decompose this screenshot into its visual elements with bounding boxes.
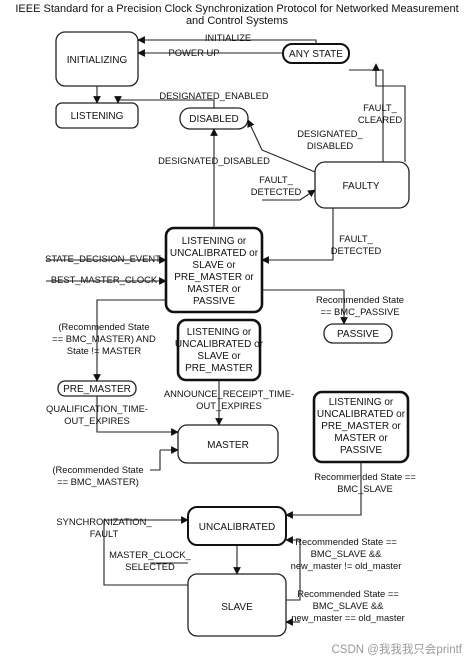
- label-fault-cleared-1: FAULT_: [363, 102, 397, 113]
- state-faulty-label: FAULTY: [342, 181, 379, 192]
- state-center-line-1: LISTENING or: [182, 236, 247, 247]
- state-mid-line-3: SLAVE or: [197, 351, 241, 362]
- state-center-line-2: UNCALIBRATED or: [170, 248, 259, 259]
- state-passive: PASSIVE: [323, 323, 393, 344]
- label-slave-neq-3: new_master != old_master: [291, 560, 402, 571]
- label-master-clock-selected-2: SELECTED: [125, 561, 175, 572]
- state-mid-line-4: PRE_MASTER: [185, 363, 253, 374]
- label-recommended-master-left-3: State != MASTER: [67, 345, 141, 356]
- state-slave: SLAVE: [187, 573, 287, 637]
- state-right-group: LISTENING or UNCALIBRATED or PRE_MASTER …: [312, 390, 410, 464]
- state-listening-label: LISTENING: [71, 111, 124, 122]
- state-any-state: ANY STATE: [282, 43, 350, 64]
- state-pre-master-label: PRE_MASTER: [63, 384, 131, 395]
- label-recommended-passive-1: Recommended State: [316, 294, 404, 305]
- label-announce-receipt-1: ANNOUNCE_RECEIPT_TIME-: [164, 388, 294, 399]
- label-best-master-clock: BEST_MASTER_CLOCK: [51, 274, 158, 285]
- state-right-line-2: UNCALIBRATED or: [317, 409, 406, 420]
- label-slave-neq-1: Recommended State ==: [295, 536, 397, 547]
- label-recommended-master-left-2: == BMC_MASTER) AND: [52, 333, 156, 344]
- state-center-group: LISTENING or UNCALIBRATED or SLAVE or PR…: [164, 226, 264, 314]
- label-qualification-2: OUT_EXPIRES: [64, 415, 130, 426]
- state-master-label: MASTER: [207, 440, 249, 451]
- state-master: MASTER: [177, 424, 279, 464]
- label-slave-neq-2: BMC_SLAVE &&: [311, 548, 382, 559]
- diagram-title-line2: and Control Systems: [186, 15, 289, 27]
- label-designated-disabled: DESIGNATED_DISABLED: [158, 155, 270, 166]
- label-designated-disabled-right-2: DISABLED: [307, 140, 354, 151]
- label-master-clock-selected-1: MASTER_CLOCK_: [109, 549, 192, 560]
- state-right-line-3: PRE_MASTER or: [321, 421, 401, 432]
- label-qualification-1: QUALIFICATION_TIME-: [46, 403, 148, 414]
- label-slave-eq-3: new_master == old_master: [291, 612, 405, 623]
- state-any-state-label: ANY STATE: [289, 49, 343, 60]
- state-center-line-4: PRE_MASTER or: [174, 272, 254, 283]
- state-right-line-5: PASSIVE: [340, 445, 382, 456]
- label-fault-detected-right-2: DETECTED: [331, 245, 382, 256]
- state-initializing: INITIALIZING: [55, 31, 139, 87]
- label-designated-enabled: DESIGNATED_ENABLED: [159, 90, 268, 101]
- label-power-up: POWER UP: [168, 47, 219, 58]
- state-uncalibrated-label: UNCALIBRATED: [199, 522, 276, 533]
- label-slave-eq-2: BMC_SLAVE &&: [313, 600, 384, 611]
- label-designated-disabled-right-1: DESIGNATED_: [297, 128, 363, 139]
- state-center-line-5: MASTER or: [187, 284, 241, 295]
- state-right-line-4: MASTER or: [334, 433, 388, 444]
- label-fault-detected-left-1: FAULT_: [259, 174, 293, 185]
- state-listening: LISTENING: [55, 102, 139, 129]
- state-mid-line-1: LISTENING or: [187, 327, 252, 338]
- state-disabled: DISABLED: [179, 107, 249, 130]
- state-disabled-label: DISABLED: [189, 114, 238, 125]
- label-slave-eq-1: Recommended State ==: [297, 588, 399, 599]
- label-recommended-master-lower-2: == BMC_MASTER): [57, 476, 139, 487]
- watermark: CSDN @我我我只会printf: [331, 643, 462, 656]
- label-recommended-slave-1: Recommended State ==: [314, 471, 416, 482]
- state-initializing-label: INITIALIZING: [67, 55, 128, 66]
- label-recommended-passive-2: == BMC_PASSIVE: [320, 306, 399, 317]
- state-passive-label: PASSIVE: [337, 329, 379, 340]
- state-uncalibrated: UNCALIBRATED: [187, 506, 287, 546]
- state-faulty: FAULTY: [314, 161, 410, 209]
- label-state-decision-event: STATE_DECISION_EVENT: [45, 253, 161, 264]
- label-synchronization-fault-2: FAULT: [90, 528, 119, 539]
- label-fault-detected-left-2: DETECTED: [251, 186, 302, 197]
- label-recommended-slave-2: BMC_SLAVE: [337, 483, 393, 494]
- label-recommended-master-left-1: (Recommended State: [58, 321, 149, 332]
- state-center-line-3: SLAVE or: [192, 260, 236, 271]
- label-fault-detected-right-1: FAULT_: [339, 233, 373, 244]
- label-fault-cleared-2: CLEARED: [358, 114, 403, 125]
- transitions: [46, 36, 406, 626]
- state-slave-label: SLAVE: [221, 602, 253, 613]
- state-pre-master: PRE_MASTER: [57, 380, 137, 397]
- label-announce-receipt-2: OUT_EXPIRES: [196, 400, 262, 411]
- state-right-line-1: LISTENING or: [329, 397, 394, 408]
- label-synchronization-fault-1: SYNCHRONIZATION_: [56, 516, 152, 527]
- state-mid-line-2: UNCALIBRATED or: [175, 339, 264, 350]
- state-mid-group: LISTENING or UNCALIBRATED or SLAVE or PR…: [175, 318, 264, 382]
- label-recommended-master-lower-1: (Recommended State: [52, 464, 143, 475]
- state-center-line-6: PASSIVE: [193, 296, 235, 307]
- diagram-title-line1: IEEE Standard for a Precision Clock Sync…: [15, 3, 458, 15]
- label-initialize: INITIALIZE: [205, 32, 251, 43]
